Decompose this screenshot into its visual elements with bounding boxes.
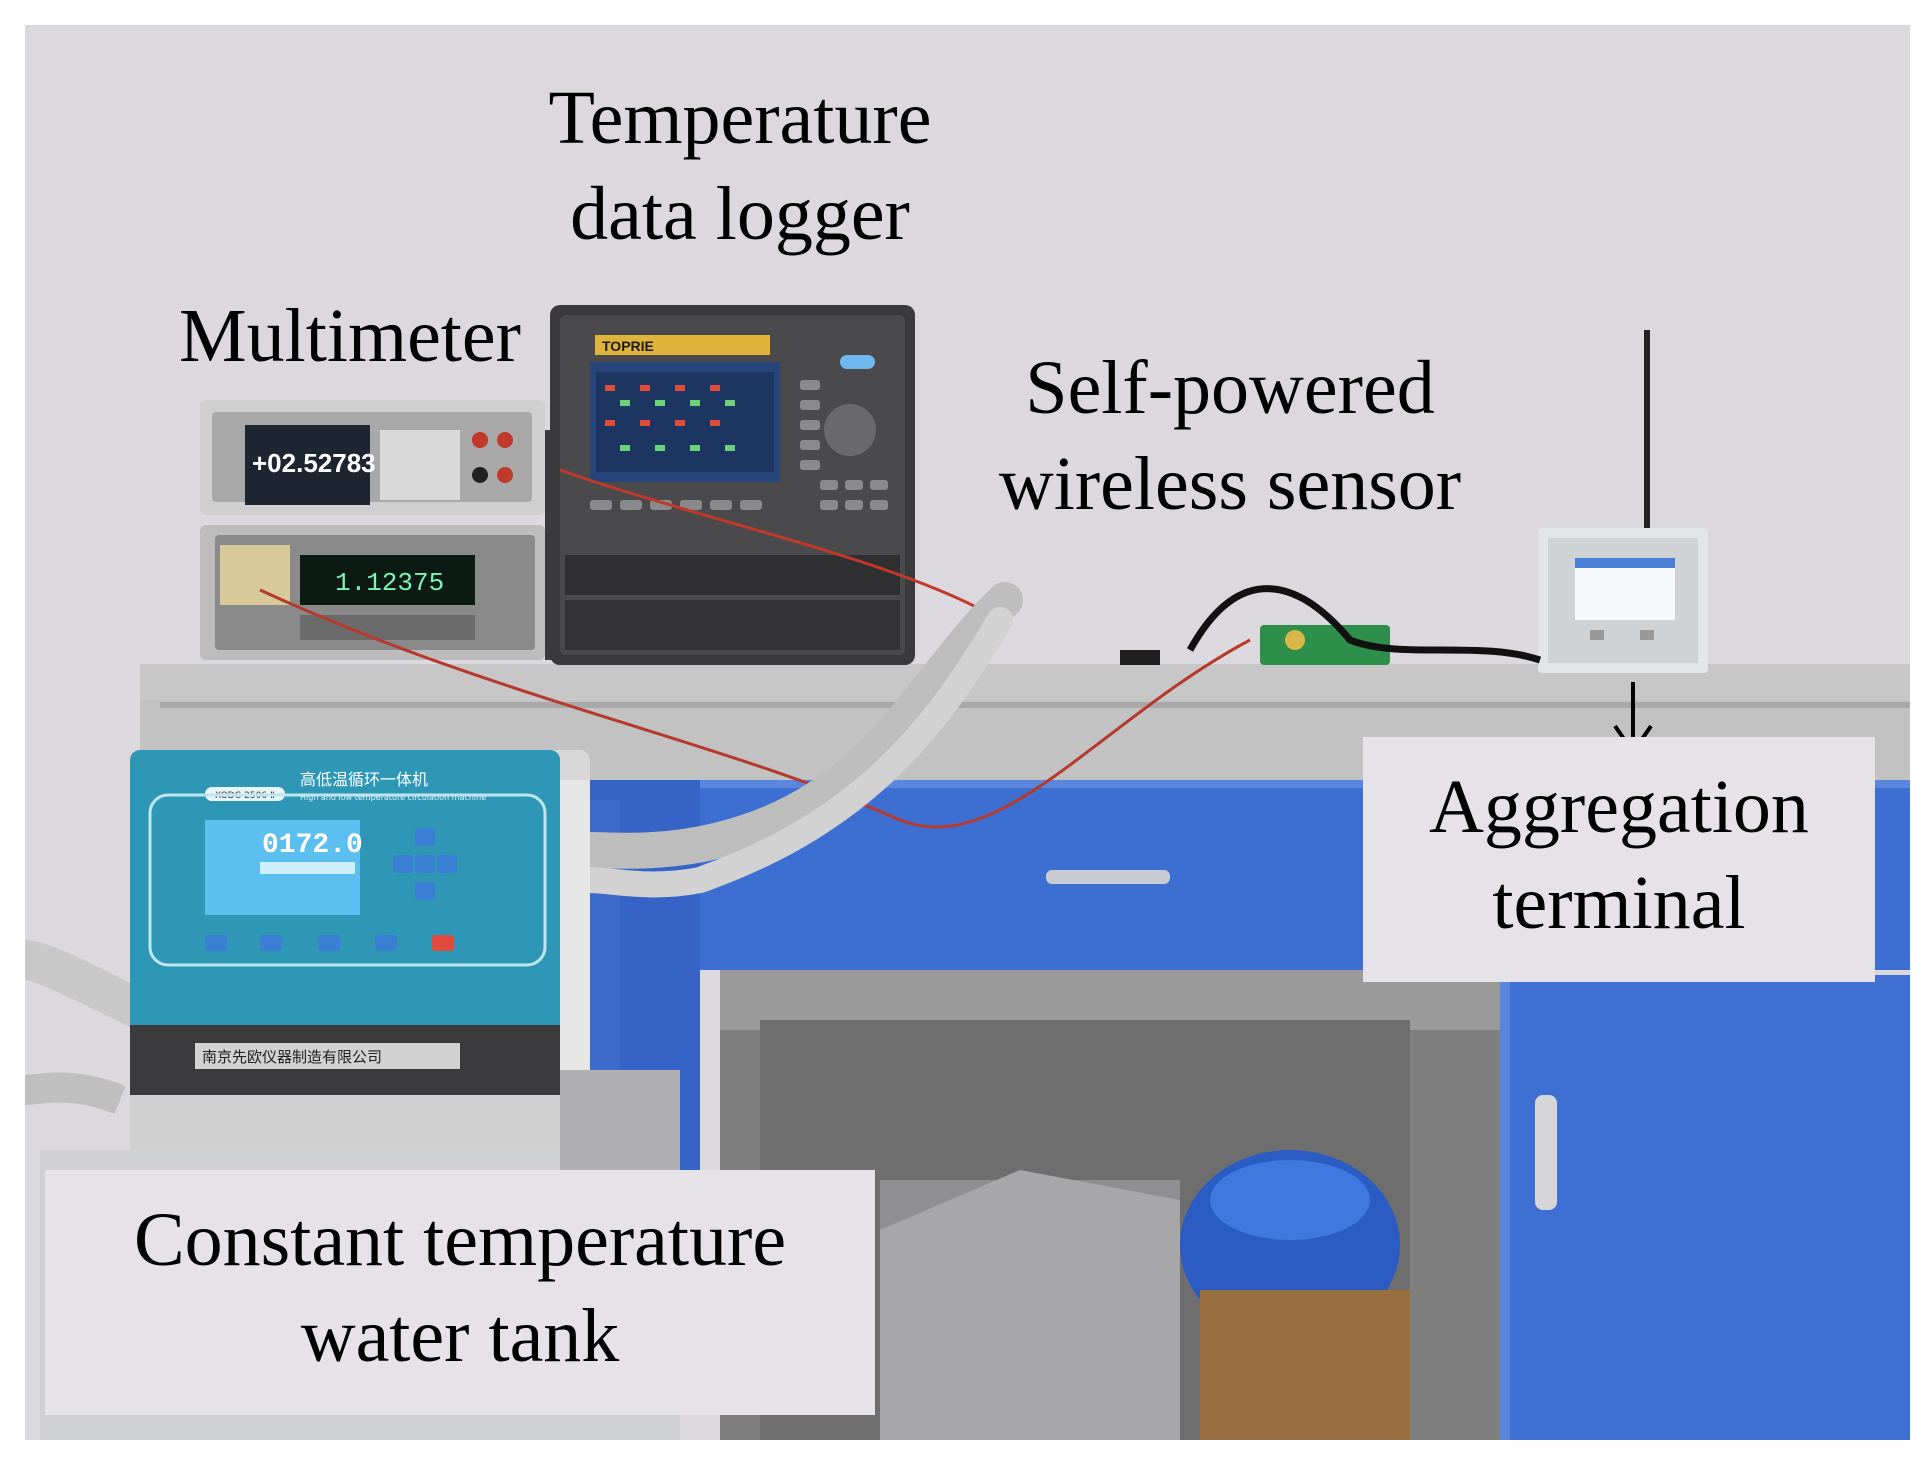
label-aggregation-line2: terminal [1492,861,1746,945]
temperature-data-logger-device: TOPRIE [550,305,915,665]
water-tank-title: 高低温循环一体机 [300,770,428,789]
multimeter-upper-screen [245,425,370,505]
insulated-tubes [572,582,1023,869]
aggregation-terminal-device [1538,330,1708,673]
label-aggregation-terminal: Aggregation terminal [1363,737,1875,982]
label-self-powered-line1: Self-powered [1025,346,1435,430]
multimeter-device: +02.52783 1.12375 [200,400,580,660]
label-self-powered-wireless-sensor: Self-powered wireless sensor [960,340,1500,532]
water-tank-reading: 0172.0 [262,830,363,861]
cabinet-door-handle [1535,1095,1557,1210]
blue-cabinet-door [1500,975,1910,1440]
label-temperature-data-logger-line1: Temperature [548,76,932,160]
multimeter-lower-reading: 1.12375 [335,568,444,598]
drawer-handle [1046,870,1170,884]
terminal-screen [1575,558,1675,620]
cardboard-box [1200,1290,1410,1440]
red-wire [259,588,1251,829]
label-temperature-data-logger-line2: data logger [570,172,910,256]
label-self-powered-line2: wireless sensor [998,442,1462,526]
water-tank-subtitle: High and low temperature circulation mac… [300,793,486,802]
label-temperature-data-logger: Temperature data logger [505,70,975,262]
water-tank-maker: 南京先欧仪器制造有限公司 [202,1048,382,1066]
multimeter-lower-screen [300,555,475,605]
black-cable [1186,585,1542,664]
wireless-sensor-board [1120,625,1390,665]
multimeter-upper-reading: +02.52783 [252,448,376,478]
label-multimeter: Multimeter [150,288,550,384]
label-aggregation-line1: Aggregation [1429,765,1809,849]
label-water-tank-line1: Constant temperature [133,1198,787,1282]
label-water-tank-line2: water tank [300,1294,620,1378]
logger-brand: TOPRIE [602,338,654,354]
label-constant-temperature-water-tank: Constant temperature water tank [45,1170,875,1415]
label-multimeter-text: Multimeter [179,294,521,378]
antenna [1644,330,1650,540]
water-tank-machine: 高低温循环一体机 High and low temperature circul… [130,750,590,1150]
